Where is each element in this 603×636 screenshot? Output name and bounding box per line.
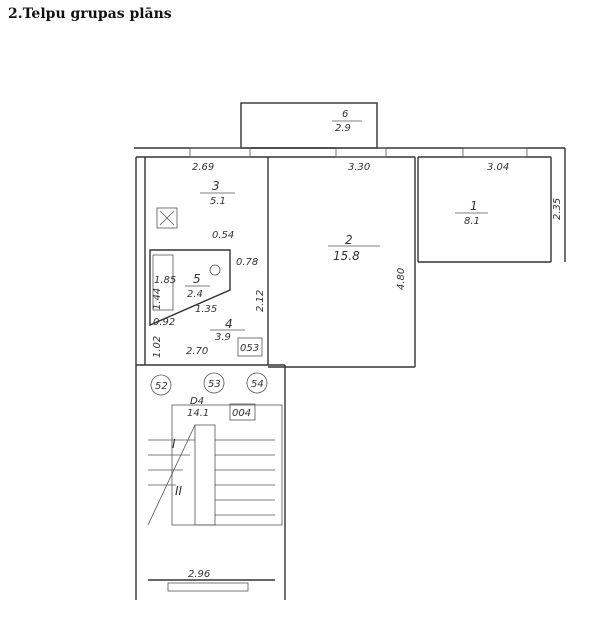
svg-text:2.69: 2.69 bbox=[192, 162, 214, 173]
svg-text:52: 52 bbox=[155, 381, 168, 392]
apartment-code-box bbox=[237, 337, 263, 357]
svg-text:5: 5 bbox=[193, 272, 201, 286]
svg-text:3: 3 bbox=[212, 179, 220, 193]
bathroom bbox=[149, 249, 231, 327]
svg-text:54: 54 bbox=[251, 379, 264, 390]
window bbox=[189, 147, 251, 158]
svg-text:4: 4 bbox=[225, 317, 233, 331]
svg-text:1.02: 1.02 bbox=[152, 336, 163, 358]
stove bbox=[156, 207, 178, 229]
svg-text:2.9: 2.9 bbox=[335, 123, 351, 134]
svg-text:004: 004 bbox=[232, 408, 251, 419]
room-label-2: 215.8 bbox=[328, 233, 380, 263]
svg-text:I: I bbox=[172, 437, 176, 451]
room-label-5: 52.4 bbox=[185, 272, 210, 300]
svg-text:5.1: 5.1 bbox=[210, 196, 226, 207]
room-label-3: 35.1 bbox=[200, 179, 235, 207]
apartment-marker bbox=[150, 374, 172, 396]
svg-text:2.96: 2.96 bbox=[188, 569, 210, 580]
svg-text:2.35: 2.35 bbox=[552, 198, 563, 220]
bathtub bbox=[152, 254, 174, 311]
svg-text:2.12: 2.12 bbox=[255, 290, 266, 312]
room-label-6: 62.9 bbox=[332, 109, 362, 134]
svg-text:3.30: 3.30 bbox=[348, 162, 370, 173]
toilet bbox=[209, 264, 221, 276]
svg-text:1.35: 1.35 bbox=[195, 304, 217, 315]
svg-text:2: 2 bbox=[345, 233, 353, 247]
svg-text:6: 6 bbox=[342, 109, 348, 120]
svg-text:053: 053 bbox=[240, 343, 259, 354]
svg-text:0.78: 0.78 bbox=[236, 257, 258, 268]
apartment-marker bbox=[246, 372, 268, 394]
svg-text:1: 1 bbox=[470, 199, 478, 213]
room-label-4: 43.9 bbox=[210, 317, 245, 343]
svg-text:0.92: 0.92 bbox=[153, 317, 175, 328]
window bbox=[462, 147, 528, 158]
svg-text:8.1: 8.1 bbox=[464, 216, 480, 227]
page-title: 2.Telpu grupas plāns bbox=[8, 6, 172, 22]
svg-text:D4: D4 bbox=[190, 396, 204, 407]
svg-text:0.54: 0.54 bbox=[212, 230, 234, 241]
svg-text:2.70: 2.70 bbox=[186, 346, 208, 357]
svg-text:4.80: 4.80 bbox=[396, 268, 407, 290]
window bbox=[335, 147, 387, 158]
svg-text:II: II bbox=[175, 484, 183, 498]
svg-text:1.44: 1.44 bbox=[152, 288, 163, 310]
svg-text:15.8: 15.8 bbox=[333, 249, 360, 263]
apartment-marker bbox=[203, 372, 225, 394]
balcony bbox=[240, 102, 378, 149]
stair-code-box bbox=[229, 403, 256, 421]
svg-text:1.85: 1.85 bbox=[154, 275, 176, 286]
room-label-1: 18.1 bbox=[455, 199, 488, 227]
svg-text:2.4: 2.4 bbox=[187, 289, 203, 300]
svg-text:14.1: 14.1 bbox=[187, 408, 209, 419]
svg-text:3.9: 3.9 bbox=[215, 332, 231, 343]
entrance-door bbox=[167, 582, 249, 592]
svg-text:53: 53 bbox=[208, 379, 221, 390]
svg-text:3.04: 3.04 bbox=[487, 162, 509, 173]
